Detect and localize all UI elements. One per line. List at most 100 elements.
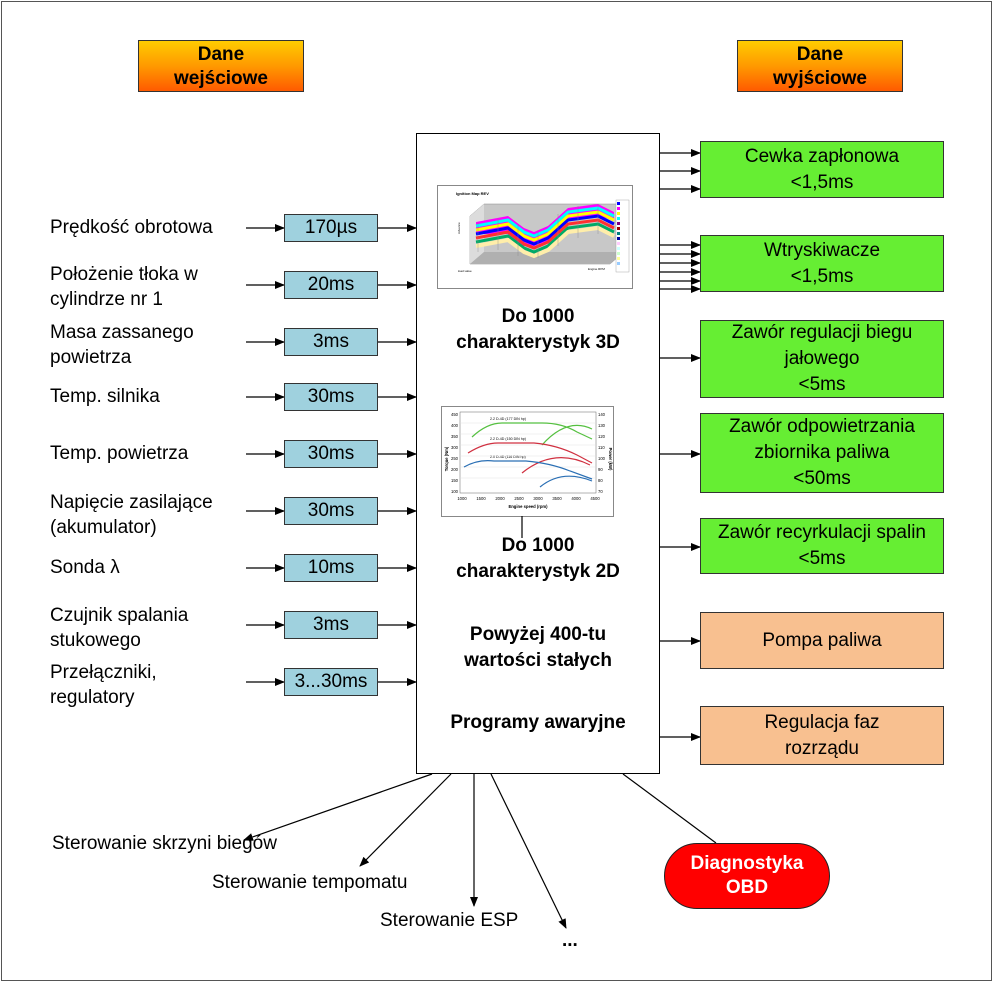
input-label-lambda-sensor: Sonda λ — [50, 555, 120, 580]
ecu-text-line: charakterystyk 3D — [456, 332, 620, 353]
input-label-air-mass: Masa zassanego powietrza — [50, 320, 194, 370]
chart2d-yleft-tick: 400 — [451, 423, 459, 428]
input-time-air-mass: 3ms — [284, 328, 378, 356]
input-label-line: Temp. silnika — [50, 386, 160, 407]
output-label-line: zbiornika paliwa — [754, 442, 890, 463]
chart3d-title: Ignition Map REV — [456, 191, 489, 196]
cruise-control-label: Sterowanie tempomatu — [212, 872, 408, 893]
torque-power-chart-image: 450 400 350 300 250 200 150 100 140 130 … — [441, 406, 614, 517]
input-time-supply-voltage: 30ms — [284, 497, 378, 525]
ecu-text-line: Do 1000 — [501, 306, 575, 327]
output-injectors: Wtryskiwacze <1,5ms — [700, 235, 944, 292]
input-label-line: Przełączniki, — [50, 662, 157, 683]
output-label-line: Zawór odpowietrzania — [729, 416, 915, 437]
output-ignition-coil: Cewka zapłonowa <1,5ms — [700, 141, 944, 198]
input-label-line: Prędkość obrotowa — [50, 217, 213, 238]
chart2d-yleft-tick: 250 — [451, 456, 459, 461]
chart2d-yleft-tick: 200 — [451, 467, 459, 472]
ecu-text-line: wartości stałych — [464, 650, 612, 671]
chart2d-yright-tick: 70 — [598, 489, 603, 494]
output-label-line: Zawór regulacji biegu — [731, 322, 913, 343]
chart2d-yright-tick: 80 — [598, 478, 603, 483]
chart2d-series-label: 2.2 D-4D (150 DIN hp) — [490, 437, 526, 441]
output-valve-timing: Regulacja faz rozrządu — [700, 706, 944, 765]
esp-control-label: Sterowanie ESP — [380, 910, 519, 931]
input-label-engine-temp: Temp. silnika — [50, 384, 160, 409]
input-label-line: cylindrze nr 1 — [50, 289, 163, 310]
chart2d-x-tick: 1000 — [457, 496, 467, 501]
chart2d-yright-tick: 130 — [598, 423, 606, 428]
chart2d-yright-tick: 90 — [598, 467, 603, 472]
chart2d-yright-tick: 120 — [598, 434, 606, 439]
input-label-line: Masa zassanego — [50, 322, 194, 343]
chart3d-zlabel: load value — [458, 269, 472, 273]
input-label-switches: Przełączniki, regulatory — [50, 660, 157, 710]
output-label-line: Wtryskiwacze — [763, 239, 881, 261]
chart3d-ylabel: Advance — [457, 222, 461, 234]
input-label-line: stukowego — [50, 630, 141, 651]
output-idle-control-valve: Zawór regulacji biegu jałowego <5ms — [700, 320, 944, 398]
output-label-line: <5ms — [798, 548, 846, 569]
chart2d-yleft-tick: 300 — [451, 445, 459, 450]
output-label-line: <1,5ms — [790, 171, 854, 193]
ecu-text-line: charakterystyk 2D — [456, 561, 620, 582]
input-time-engine-speed: 170µs — [284, 214, 378, 242]
obd-diagnostics-badge: Diagnostyka OBD — [664, 843, 830, 909]
input-time-air-temp: 30ms — [284, 440, 378, 468]
input-label-line: Napięcie zasilające — [50, 492, 213, 513]
input-label-knock-sensor: Czujnik spalania stukowego — [50, 603, 188, 653]
input-label-line: Położenie tłoka w — [50, 264, 198, 285]
obd-line: OBD — [725, 877, 769, 898]
chart2d-x-tick: 2500 — [514, 496, 524, 501]
input-label-engine-speed: Prędkość obrotowa — [50, 215, 213, 240]
chart3d-xlabel: Engine RPM — [588, 267, 605, 271]
input-label-line: Czujnik spalania — [50, 605, 189, 626]
chart2d-yleft-tick: 350 — [451, 434, 459, 439]
chart2d-yright-tick: 140 — [598, 412, 606, 417]
input-header-line1: Dane — [197, 44, 245, 65]
input-label-line: (akumulator) — [50, 517, 157, 538]
input-time-switches: 3...30ms — [284, 668, 378, 696]
ecu-text-line: Do 1000 — [501, 535, 575, 556]
input-label-line: regulatory — [50, 687, 135, 708]
chart2d-yright-tick: 110 — [598, 445, 605, 450]
input-label-piston-position: Położenie tłoka w cylindrze nr 1 — [50, 262, 198, 312]
output-label-line: jałowego — [784, 348, 860, 369]
obd-line: Diagnostyka — [690, 853, 804, 874]
gearbox-control-label: Sterowanie skrzyni biegów — [52, 833, 277, 854]
output-header-line2: wyjściowe — [773, 68, 867, 89]
chart2d-ylabel-right: Power (kW) — [608, 448, 613, 471]
input-label-supply-voltage: Napięcie zasilające (akumulator) — [50, 490, 213, 540]
chart-caption-connector — [521, 516, 523, 538]
ecu-emergency-programs-text: Programy awaryjne — [450, 712, 626, 733]
output-label-line: <50ms — [793, 468, 851, 489]
ecu-text-line: Powyżej 400-tu — [469, 624, 607, 645]
chart2d-x-tick: 3000 — [533, 496, 543, 501]
input-time-knock-sensor: 3ms — [284, 611, 378, 639]
chart2d-series-label: 2.2 D-4D (177 DIN hp) — [490, 417, 526, 421]
chart2d-x-tick: 2000 — [495, 496, 505, 501]
ecu-maps-2d-text: Do 1000 charakterystyk 2D — [416, 533, 660, 585]
chart2d-xlabel: Engine speed (rpm) — [508, 504, 548, 509]
chart2d-yright-tick: 100 — [598, 456, 606, 461]
ecu-constants-text: Powyżej 400-tu wartości stałych — [416, 622, 660, 674]
output-label-line: Regulacja faz — [764, 711, 880, 733]
output-label-line: rozrządu — [785, 737, 859, 759]
input-label-line: powietrza — [50, 347, 132, 368]
input-label-line: Sonda λ — [50, 557, 120, 578]
input-label-air-temp: Temp. powietrza — [50, 441, 188, 466]
output-label-line: Cewka zapłonowa — [744, 145, 900, 167]
ignition-map-3d-image: Ignition Map REV Advance load value Engi… — [437, 185, 633, 289]
chart2d-yleft-tick: 450 — [451, 412, 459, 417]
output-label-line: Zawór recyrkulacji spalin — [717, 522, 926, 543]
input-time-piston-position: 20ms — [284, 271, 378, 299]
chart2d-ylabel-left: Torque (Nm) — [444, 446, 449, 471]
input-time-engine-temp: 30ms — [284, 383, 378, 411]
ecu-maps-3d-text: Do 1000 charakterystyk 3D — [416, 304, 660, 356]
chart2d-series-label: 2.0 D-4D (116 DIN hp) — [490, 455, 526, 459]
input-data-header: Dane wejściowe — [138, 40, 304, 92]
chart2d-x-tick: 3500 — [552, 496, 562, 501]
output-label-line: <1,5ms — [790, 265, 854, 287]
